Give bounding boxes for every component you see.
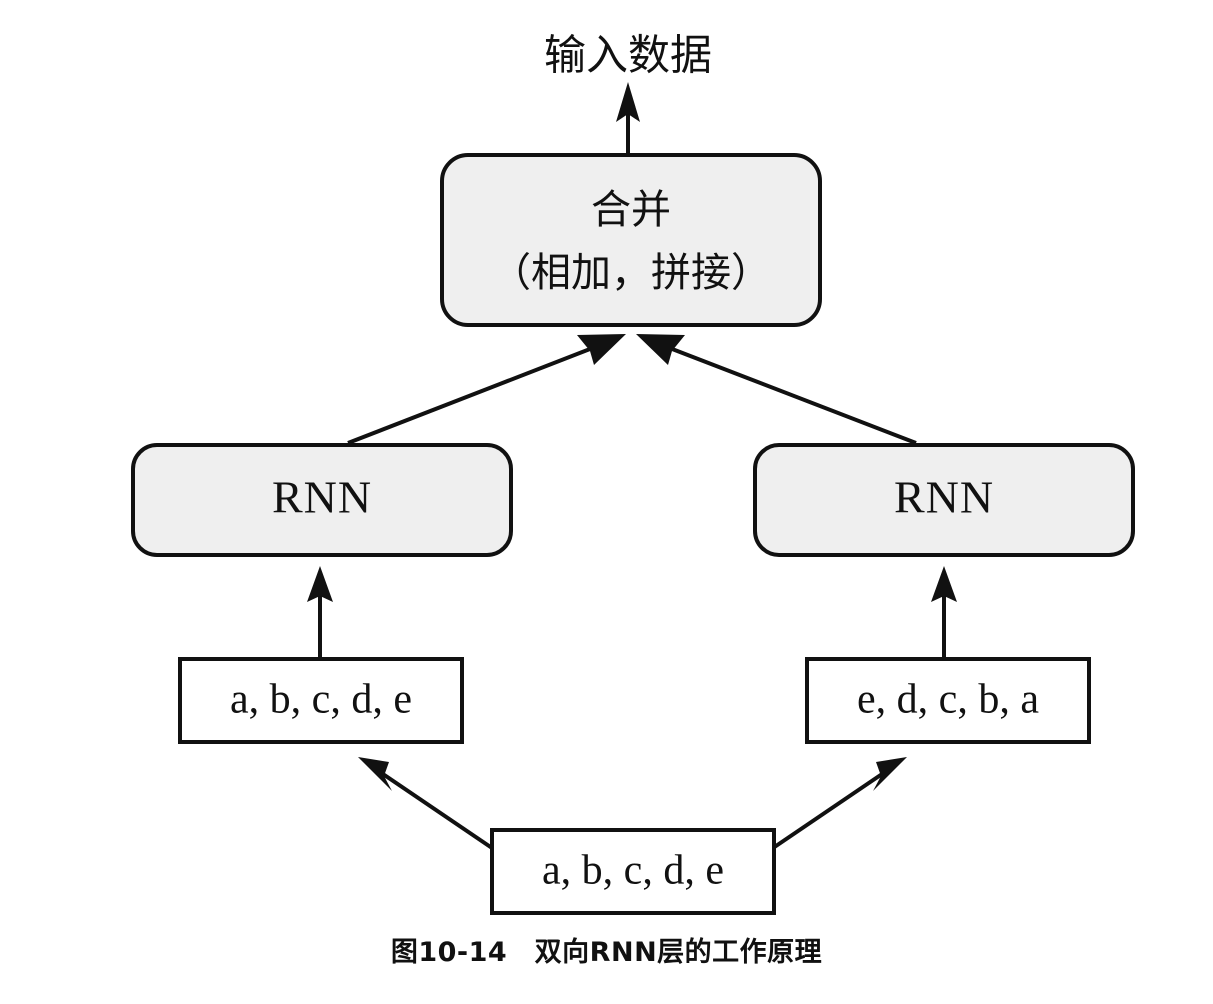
rnn-box-right[interactable]: RNN [753,443,1135,557]
sequence-box-forward-shape [178,657,464,744]
arrow-rnn-right-to-merge [636,334,917,445]
input-sequence-box-shape [490,828,776,915]
arrow-input-to-sequence-forward [358,757,494,850]
arrowhead-rnn-left-to-merge [577,334,626,365]
arrow-input-to-sequence-reversed [771,757,907,850]
arrow-seq-forward-to-rnn-left [307,566,333,659]
merge-box-shape [440,153,822,327]
rnn-box-left-shape [131,443,513,557]
sequence-box-reversed-label: e, d, c, b, a [857,677,1039,723]
rnn-box-right-label: RNN [894,472,994,523]
arrow-merge-to-input-label [616,82,640,155]
arrowhead-up-right [931,566,957,602]
rnn-box-right-shape [753,443,1135,557]
rnn-box-left-label: RNN [272,472,372,523]
arrowhead-input-to-forward [358,757,392,791]
arrow-rnn-left-to-merge [347,334,626,445]
merge-box-label-line1: 合并 [591,187,671,233]
arrow-seq-reversed-to-rnn-right [931,566,957,659]
input-data-label: 输入数据 [544,31,712,80]
sequence-box-reversed-shape [805,657,1091,744]
sequence-box-reversed[interactable]: e, d, c, b, a [805,657,1091,744]
arrowhead-input-to-reversed [873,757,907,791]
merge-box[interactable]: 合并 （相加，拼接） [440,153,822,327]
sequence-box-forward[interactable]: a, b, c, d, e [178,657,464,744]
rnn-box-left[interactable]: RNN [131,443,513,557]
input-sequence-box-label: a, b, c, d, e [542,848,724,894]
sequence-box-forward-label: a, b, c, d, e [230,677,412,723]
figure-caption: 图10-14 双向RNN层的工作原理 [390,937,823,968]
arrowhead-up-top [616,82,640,122]
input-sequence-box[interactable]: a, b, c, d, e [490,828,776,915]
arrowhead-up-left [307,566,333,602]
merge-box-label-line2: （相加，拼接） [491,250,771,296]
arrowhead-rnn-right-to-merge [636,334,685,365]
